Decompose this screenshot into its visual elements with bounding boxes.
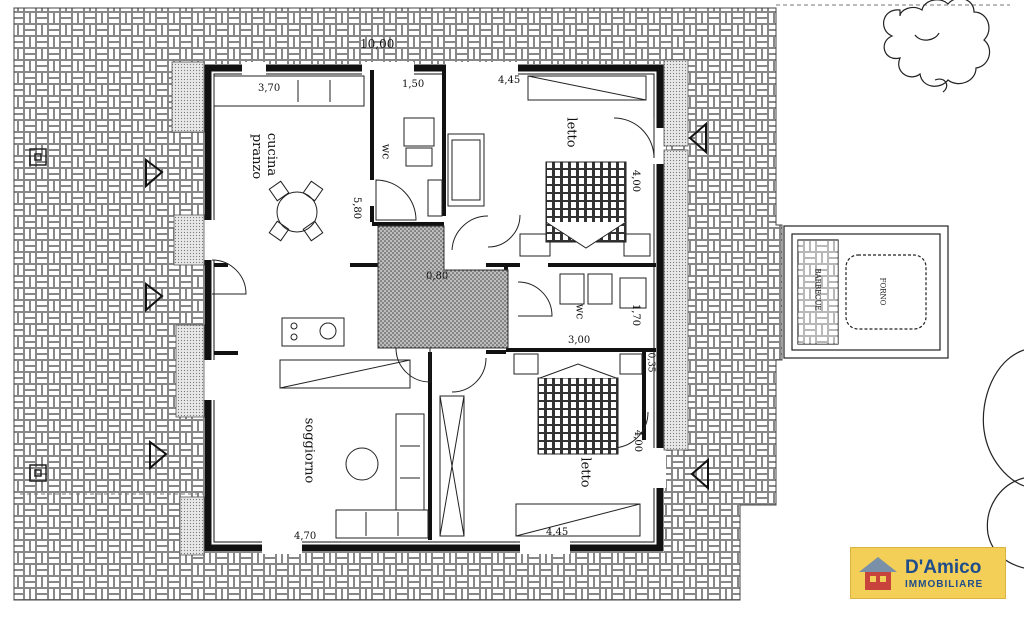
bed-bottom [537,377,619,455]
tree-top-right [883,0,991,93]
room-label-letto-bottom: letto [577,457,593,488]
room-label-wc-top: wc [379,143,393,160]
dim-closet-depth: 0,35 [645,352,656,373]
dim-kitchen-depth: 5,80 [351,196,363,220]
room-label-letto-top: letto [563,117,579,148]
dim-wc-mid-width: 3,00 [568,335,591,346]
window-openings [202,62,666,554]
entry-arrows [145,121,709,491]
room-label-soggiorno: soggiorno [301,417,317,484]
room-label-pranzo: pranzo [249,133,265,180]
dim-bedroom-bottom-width: 4,45 [546,527,569,538]
agency-logo: D'Amico IMMOBILIARE [850,547,1006,599]
logo-brand: D'Amico [905,557,982,578]
exterior-pilasters [171,59,689,556]
kitchen-counter [213,75,365,347]
dim-bedroom-top-depth: 4,00 [630,169,642,193]
dining-table [268,180,324,242]
wc-middle-fixtures [559,273,647,309]
dim-bedroom-top-width: 4,45 [498,75,521,86]
corner-markers [29,148,47,482]
bedroom-top-furniture [519,75,651,257]
living-furniture [279,359,429,539]
barbecue-paving [798,240,838,344]
logo-subtitle: IMMOBILIARE [905,579,984,590]
label-forno: FORNO [878,277,887,306]
label-barbecue: BARBECUE [813,268,822,311]
tree-bottom-right [982,349,1024,569]
dim-bedroom-bottom-depth: 4,00 [632,429,644,453]
house-logo-icon [859,557,897,590]
dim-wc-width: 1,50 [402,79,425,90]
room-label-wc-mid: wc [573,303,587,320]
dim-overall-width: 10,00 [360,37,395,51]
dim-wc-mid-depth: 1,70 [630,303,642,327]
dim-kitchen-width: 3,70 [258,83,281,94]
dim-living-width: 4,70 [294,531,317,542]
wc-top-fixtures [403,117,485,217]
room-label-cucina: cucina [264,132,280,177]
hallway-floor [377,225,509,349]
door-swings [211,117,655,449]
bedroom-bottom-furniture [439,353,643,537]
dim-hall-width: 0,80 [426,271,449,282]
